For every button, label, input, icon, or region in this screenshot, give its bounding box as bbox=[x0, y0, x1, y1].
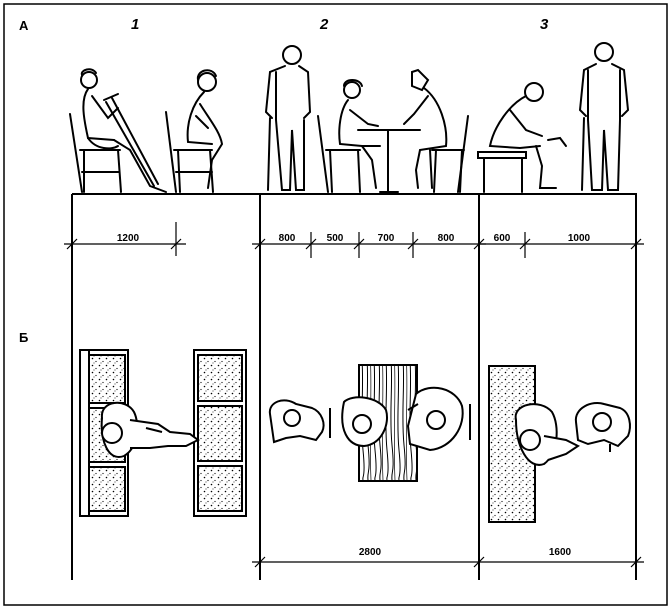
column-number-1: 1 bbox=[131, 16, 140, 33]
elevation-seated-man-table bbox=[403, 68, 469, 193]
bottom-dimension-lines bbox=[252, 556, 644, 568]
row-label-elevation: А bbox=[19, 18, 29, 33]
plan-person-seated bbox=[100, 402, 200, 458]
dim-1200: 1200 bbox=[116, 233, 140, 244]
dim-800-a: 800 bbox=[278, 233, 296, 244]
dim-1600: 1600 bbox=[548, 547, 572, 558]
dim-600: 600 bbox=[493, 233, 511, 244]
outer-frame bbox=[3, 3, 668, 606]
plan-person-table-right bbox=[406, 386, 471, 452]
elevation-table-side bbox=[357, 129, 421, 193]
dim-700: 700 bbox=[377, 233, 395, 244]
plan-person-standing-left bbox=[268, 399, 331, 444]
row-label-plan: Б bbox=[19, 330, 29, 345]
column-number-3: 3 bbox=[540, 16, 549, 33]
elevation-seated-woman bbox=[165, 69, 224, 193]
elevation-seated-crutches bbox=[69, 68, 167, 193]
plan-person-table-left bbox=[341, 396, 388, 448]
plan-person-standing-right bbox=[574, 402, 631, 452]
elevation-standing-cane bbox=[264, 45, 312, 191]
dim-500: 500 bbox=[326, 233, 344, 244]
column-number-2: 2 bbox=[320, 16, 329, 33]
plan-person-bent bbox=[514, 403, 580, 466]
plan-chair-right bbox=[193, 349, 247, 517]
dim-2800: 2800 bbox=[358, 547, 382, 558]
elevation-seated-bent bbox=[477, 82, 567, 193]
elevation-standing-man bbox=[578, 42, 630, 191]
dim-800-b: 800 bbox=[437, 233, 455, 244]
dim-1000: 1000 bbox=[567, 233, 591, 244]
top-dimension-lines bbox=[64, 222, 644, 258]
section-lines bbox=[71, 193, 637, 580]
elevation-seated-woman-table bbox=[317, 79, 381, 193]
